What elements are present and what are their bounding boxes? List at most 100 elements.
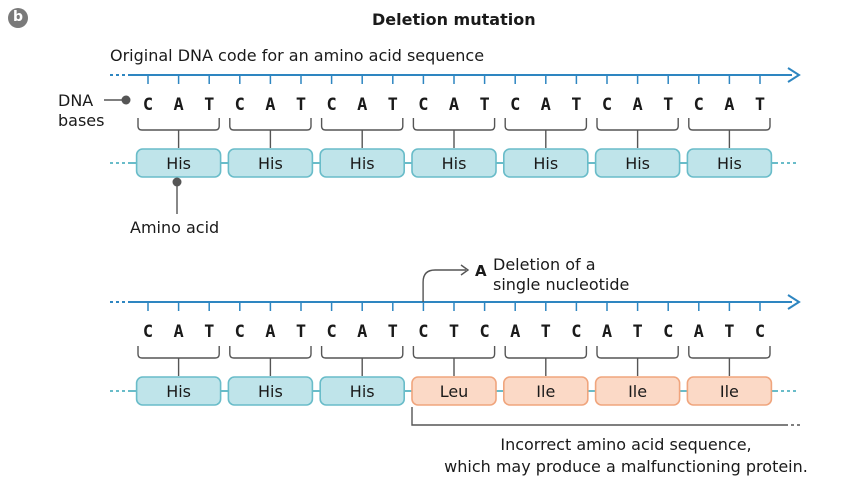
mutated-codon-bracket (229, 346, 312, 359)
mutated-amino-acid-box (227, 376, 314, 406)
original-amino-acid-box (686, 148, 773, 178)
mutated-amino-acid-name: Ile (628, 382, 647, 401)
original-amino-acid-name: His (625, 154, 650, 173)
original-base-letter: A (724, 95, 734, 115)
incorrect-caption-line1: Incorrect amino acid sequence, (500, 435, 752, 454)
mutated-base-letter: A (510, 322, 520, 342)
amino-acid-label: Amino acid (130, 218, 220, 237)
incorrect-caption-line2: which may produce a malfunctioning prote… (444, 457, 808, 476)
diagram-title: Deletion mutation (372, 10, 536, 29)
original-amino-acid-box (135, 148, 222, 178)
original-amino-acid-box (594, 148, 681, 178)
dna-bases-pointer-dot (121, 95, 131, 105)
mutated-base-letter: C (143, 322, 153, 342)
original-codon-bracket (137, 118, 220, 131)
mutated-base-letter: C (755, 322, 765, 342)
original-amino-acid-box (227, 148, 314, 178)
original-amino-acid-box (502, 148, 589, 178)
original-amino-acid-name: His (533, 154, 558, 173)
original-codon-bracket (596, 118, 679, 131)
deletion-arrow-head (460, 264, 470, 276)
original-base-letter: A (449, 95, 459, 115)
original-codon-bracket (504, 118, 588, 131)
mutated-base-letter: A (694, 322, 704, 342)
incorrect-sequence-caption: Incorrect amino acid sequence, which may… (416, 434, 836, 478)
dna-bases-label-line1: DNA (58, 91, 94, 110)
original-amino-acid-box (411, 148, 497, 178)
panel-label-badge: b (8, 8, 28, 28)
original-base-letter: T (296, 95, 306, 115)
dna-bases-label: DNA bases (58, 91, 104, 131)
mutated-base-letter: C (418, 322, 428, 342)
mutated-base-letter: C (663, 322, 673, 342)
original-dna-caption: Original DNA code for an amino acid sequ… (110, 46, 485, 65)
original-base-letter: T (479, 95, 489, 115)
deletion-caption-line2: single nucleotide (493, 275, 630, 294)
original-base-letter: T (663, 95, 673, 115)
original-base-letter: C (694, 95, 704, 115)
deleted-base-letter: A (475, 262, 487, 280)
deletion-caption: Deletion of a single nucleotide (493, 255, 629, 295)
original-base-letter: A (357, 95, 367, 115)
mutated-codon-bracket (688, 346, 771, 359)
dna-bases-label-line2: bases (58, 111, 105, 130)
original-base-letter: T (204, 95, 214, 115)
mutated-codon-bracket (596, 346, 679, 359)
mutated-amino-acid-box (411, 376, 497, 406)
deletion-arrow-line (422, 269, 466, 302)
mutated-amino-acid-box (502, 376, 589, 406)
mutated-amino-acid-name: His (258, 382, 283, 401)
mutated-base-letter: T (724, 322, 734, 342)
original-base-letter: T (755, 95, 765, 115)
original-base-letter: A (173, 95, 183, 115)
incorrect-sequence-bracket (411, 407, 785, 426)
original-amino-acid-name: His (166, 154, 191, 173)
mutated-amino-acid-name: Ile (720, 382, 739, 401)
mutated-base-letter: A (602, 322, 612, 342)
mutated-base-letter: C (479, 322, 489, 342)
deletion-caption-line1: Deletion of a (493, 255, 596, 274)
mutated-codon-bracket (412, 346, 496, 359)
mutated-codon-bracket (320, 346, 404, 359)
original-base-letter: T (571, 95, 581, 115)
original-base-letter: C (235, 95, 245, 115)
original-base-letter: C (510, 95, 520, 115)
mutated-base-letter: C (326, 322, 336, 342)
original-amino-acid-name: His (717, 154, 742, 173)
mutated-base-letter: T (204, 322, 214, 342)
mutated-amino-acid-name: His (350, 382, 375, 401)
mutated-codon-bracket (137, 346, 220, 359)
original-base-letter: C (602, 95, 612, 115)
original-amino-acid-name: His (350, 154, 375, 173)
mutated-base-letter: A (265, 322, 275, 342)
mutated-amino-acid-box (594, 376, 681, 406)
original-codon-bracket (412, 118, 496, 131)
mutated-base-letter: T (296, 322, 306, 342)
mutated-base-letter: A (357, 322, 367, 342)
original-codon-bracket (320, 118, 404, 131)
original-strand-arrowhead (787, 67, 801, 83)
mutated-amino-acid-name: His (166, 382, 191, 401)
original-amino-acid-box (319, 148, 406, 178)
mutated-amino-acid-name: Ile (536, 382, 555, 401)
mutated-base-letter: T (632, 322, 642, 342)
original-base-letter: A (265, 95, 275, 115)
original-amino-acid-name: His (258, 154, 283, 173)
mutated-codon-bracket (504, 346, 588, 359)
mutated-amino-acid-box (319, 376, 406, 406)
original-base-letter: A (632, 95, 642, 115)
mutated-base-letter: A (173, 322, 183, 342)
mutated-amino-acid-box (135, 376, 222, 406)
mutated-base-letter: T (449, 322, 459, 342)
original-amino-acid-name: His (442, 154, 467, 173)
original-base-letter: A (541, 95, 551, 115)
mutated-base-letter: T (388, 322, 398, 342)
mutated-base-letter: C (235, 322, 245, 342)
mutated-amino-acid-name: Leu (440, 382, 469, 401)
mutated-base-letter: T (541, 322, 551, 342)
original-codon-bracket (688, 118, 771, 131)
original-base-letter: C (143, 95, 153, 115)
mutated-strand-arrowhead (787, 294, 801, 310)
